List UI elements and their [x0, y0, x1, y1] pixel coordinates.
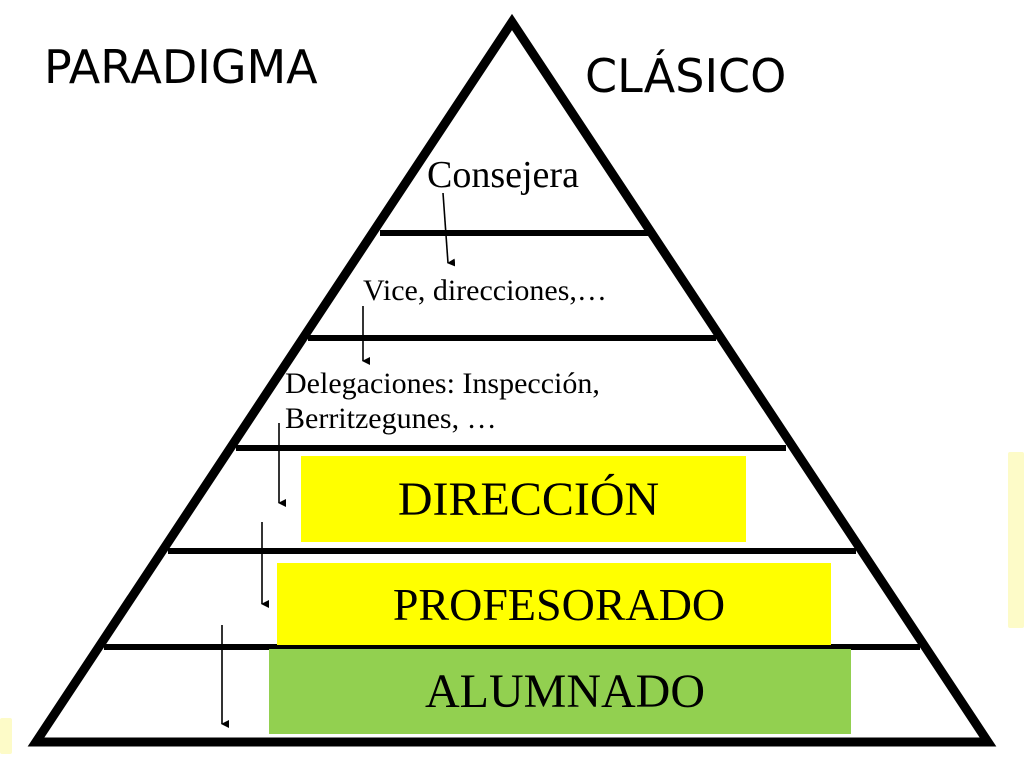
box-alumnado: ALUMNADO: [269, 649, 851, 734]
pyramid-outline: [27, 13, 997, 747]
box-profesorado: PROFESORADO: [277, 563, 831, 645]
edge-strip-left: [0, 718, 12, 754]
level-delegaciones-line1: Delegaciones: Inspección,: [285, 367, 600, 400]
box-direccion: DIRECCIÓN: [301, 456, 746, 542]
level-vice-direcciones: Vice, direcciones,…: [363, 274, 607, 307]
level-consejera: Consejera: [427, 154, 579, 196]
down-arrow-1: [442, 192, 456, 267]
box-profesorado-label: PROFESORADO: [392, 578, 726, 630]
edge-strip-right: [1008, 452, 1024, 628]
level-delegaciones: Delegaciones: Inspección, Berritzegunes,…: [285, 366, 600, 437]
level-delegaciones-line2: Berritzegunes, …: [285, 402, 497, 436]
title-right: CLÁSICO: [585, 49, 787, 103]
box-direccion-label: DIRECCIÓN: [397, 472, 660, 526]
box-alumnado-label: ALUMNADO: [425, 665, 705, 718]
title-left: PARADIGMA: [44, 40, 318, 94]
